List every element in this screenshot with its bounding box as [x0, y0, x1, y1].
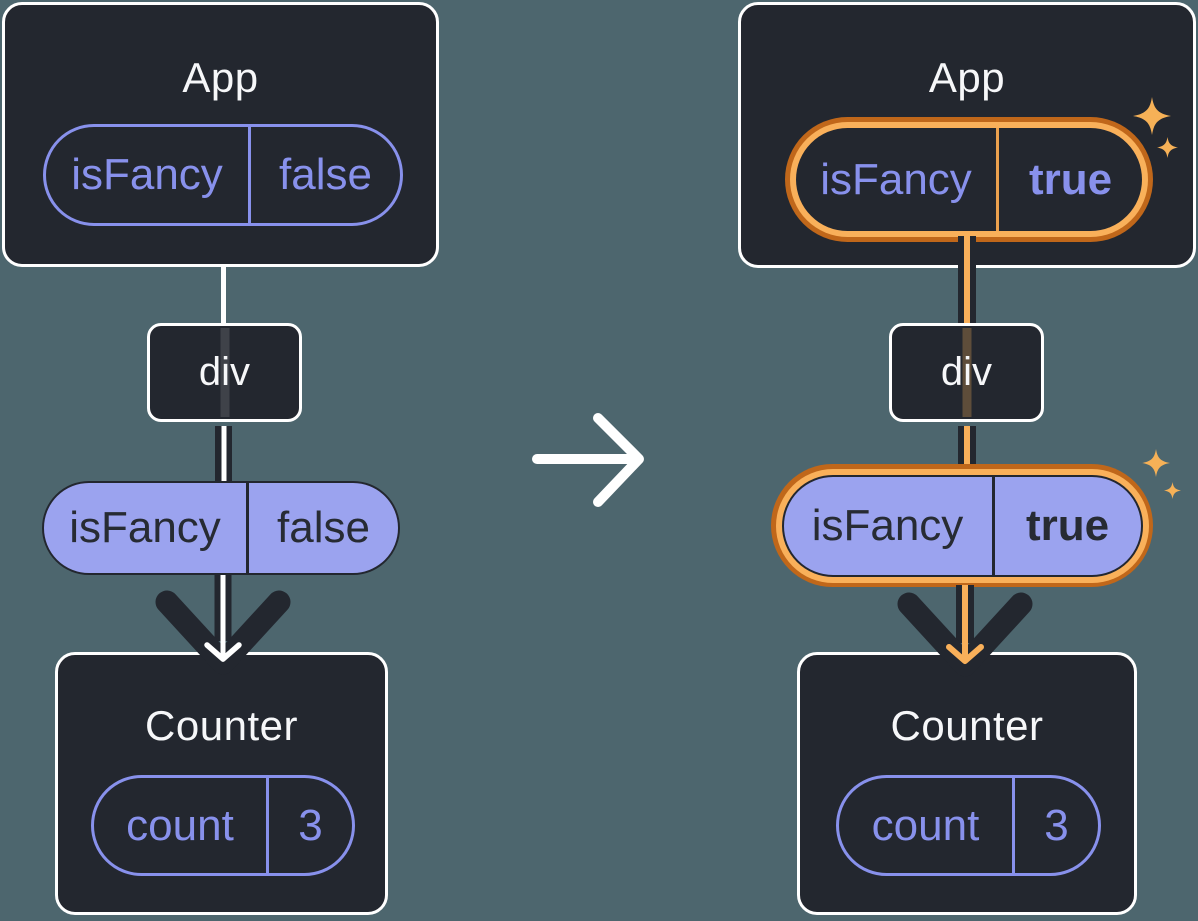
div-label: div [198, 349, 251, 394]
div-label: div [940, 349, 993, 394]
passed-prop-pill-before: isFancy false [42, 481, 400, 575]
pill-divider [248, 127, 251, 223]
app-title: App [182, 54, 259, 101]
counter-state-pill: count 3 [91, 775, 355, 876]
app-prop-pill: isFancy true [796, 128, 1142, 231]
state-value: 3 [1044, 800, 1069, 850]
pass-through-stripe [962, 328, 971, 417]
counter-state-pill: count 3 [836, 775, 1101, 876]
prop-name: isFancy [69, 503, 221, 552]
pill-divider [1012, 778, 1015, 873]
state-value: 3 [298, 800, 323, 850]
app-card-before: App isFancy false [2, 2, 439, 267]
edge-app-div [958, 236, 976, 325]
arrow-down-icon [155, 575, 291, 675]
prop-value: false [279, 150, 372, 199]
app-prop-pill-highlight: isFancy true [785, 117, 1153, 242]
pill-divider [996, 128, 999, 231]
counter-title: Counter [145, 702, 298, 749]
edge-app-div [221, 264, 226, 325]
prop-name: isFancy [820, 154, 972, 204]
prop-value: true [1025, 500, 1110, 550]
passed-prop-pill-highlight: isFancy true [771, 464, 1153, 587]
prop-name: isFancy [811, 500, 964, 550]
counter-card-before: Counter count 3 [55, 652, 388, 915]
pill-divider [246, 483, 249, 573]
prop-value: true [1028, 154, 1113, 204]
sparkle-icon [1133, 97, 1171, 135]
sparkle-icon [1157, 137, 1178, 158]
transition-arrow-icon [532, 413, 644, 507]
state-name: count [871, 800, 980, 850]
div-card-before: div [147, 323, 302, 422]
edge-core [964, 236, 970, 325]
app-card-after: App isFancy true [738, 2, 1196, 268]
sparkle-icon [1164, 482, 1181, 499]
state-name: count [126, 800, 234, 850]
app-title: App [928, 54, 1006, 101]
edge-core [221, 426, 226, 483]
highlight-ring: isFancy true [775, 468, 1149, 583]
div-card-after: div [889, 323, 1044, 422]
pass-through-stripe [220, 328, 229, 417]
pill-divider [991, 476, 995, 575]
arrow-down-icon [897, 585, 1033, 677]
counter-card-after: Counter count 3 [797, 652, 1137, 915]
app-prop-pill: isFancy false [43, 124, 403, 226]
passed-prop-pill: isFancy true [781, 474, 1143, 577]
pill-divider [266, 778, 269, 873]
prop-value: false [277, 503, 370, 552]
prop-name: isFancy [71, 150, 223, 199]
edge-core [964, 426, 970, 483]
highlight-ring: isFancy true [790, 122, 1148, 237]
counter-title: Counter [890, 702, 1044, 749]
sparkle-icon [1142, 449, 1170, 477]
edge-div-prop [215, 426, 232, 483]
